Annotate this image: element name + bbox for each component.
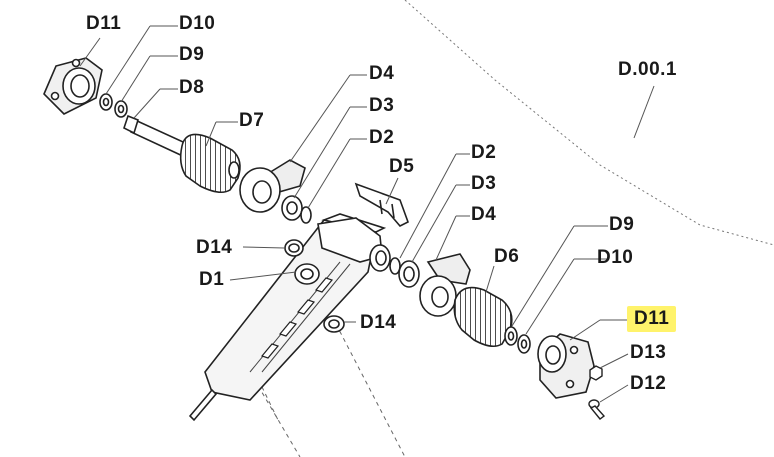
label-d1: D1 [199, 269, 225, 290]
part-d4-d3-d2-upper [239, 159, 312, 224]
label-d9-right: D9 [609, 214, 635, 235]
label-d9-top: D9 [179, 44, 205, 65]
part-d11-top-flange [43, 57, 103, 115]
part-d7-shaft-spring [123, 114, 241, 194]
label-d2-right: D2 [471, 142, 497, 163]
label-d2-upper: D2 [369, 127, 395, 148]
label-d4-right: D4 [471, 204, 497, 225]
assembly-boundary [404, 0, 774, 246]
part-d2-d3-right [389, 257, 420, 288]
label-d10-top: D10 [179, 13, 216, 34]
label-d4-upper: D4 [369, 63, 395, 84]
part-d6-spring [453, 286, 513, 348]
label-d3-right: D3 [471, 173, 497, 194]
label-d13: D13 [630, 342, 667, 363]
assembly-label: D.00.1 [618, 59, 677, 80]
label-d12: D12 [630, 373, 667, 394]
label-d14-left: D14 [196, 237, 233, 258]
label-d11-right-highlighted: D11 [627, 306, 677, 332]
label-d11-top: D11 [86, 13, 122, 34]
label-d7: D7 [239, 110, 265, 131]
part-d4-right-sleeve [419, 253, 471, 317]
part-d14-washers [284, 239, 345, 333]
part-d11-right-flange [537, 333, 595, 399]
part-d5-clip [354, 182, 409, 227]
label-d3-upper: D3 [369, 95, 395, 116]
label-d8: D8 [179, 77, 205, 98]
part-d1-body [188, 213, 391, 422]
label-d14-lower: D14 [360, 312, 397, 333]
label-d5: D5 [389, 156, 415, 177]
part-d9-d10-washers-right [504, 326, 531, 354]
label-d6: D6 [494, 246, 520, 267]
part-d12-screw [588, 399, 606, 420]
label-d10-right: D10 [597, 247, 634, 268]
part-d13-nut [589, 365, 603, 381]
leader-lines [79, 25, 655, 403]
part-d10-d9-washers-top [99, 93, 128, 118]
